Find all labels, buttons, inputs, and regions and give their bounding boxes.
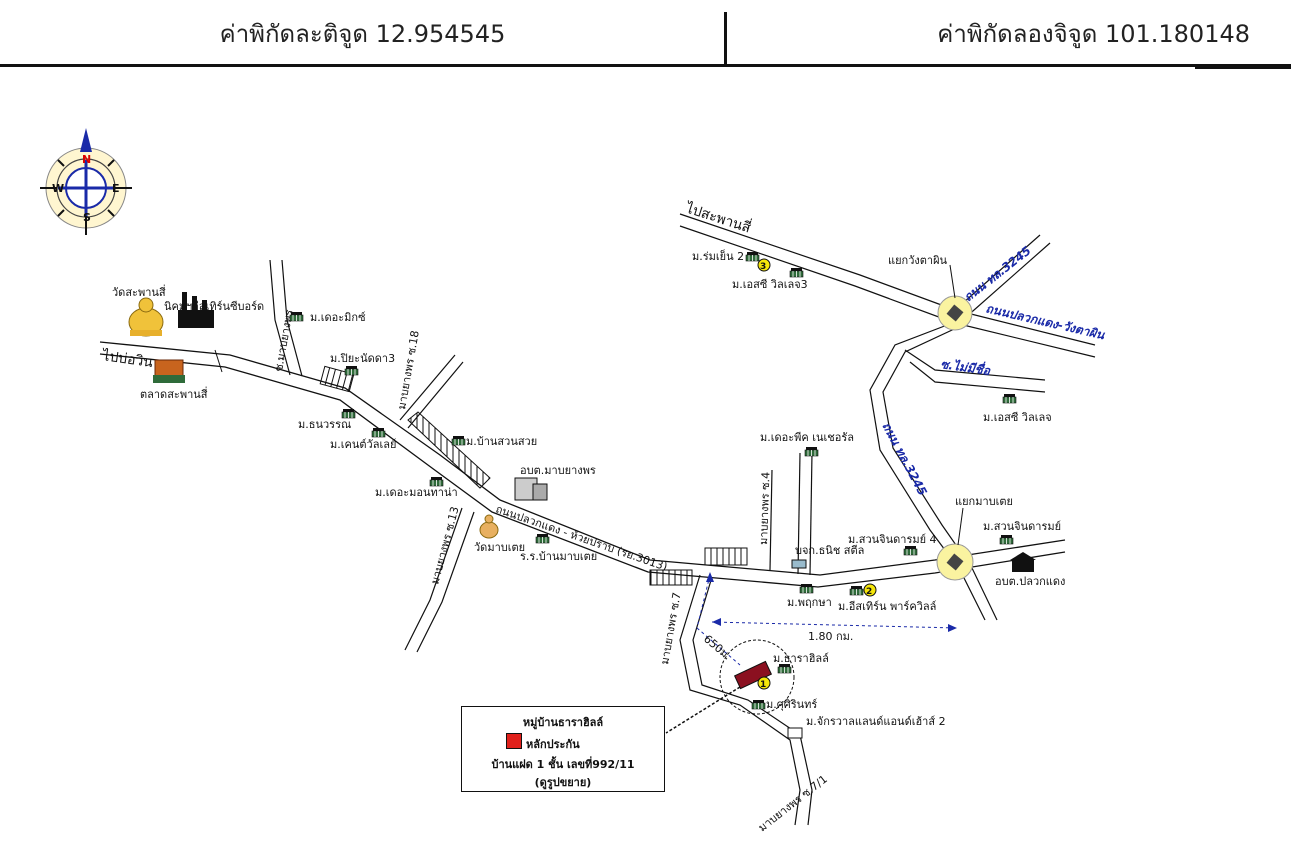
legend-desc: บ้านแฝด 1 ชั้น เลขที่992/11 xyxy=(491,758,635,771)
label-pruksa: ม.พฤกษา xyxy=(787,596,832,609)
compass-s: S xyxy=(83,211,91,224)
label-esc-village3: ม.เอสซี วิลเลจ3 xyxy=(732,278,808,291)
compass-n: N xyxy=(82,153,91,166)
compass-w: W xyxy=(52,182,64,195)
compass-rose: N S E W xyxy=(40,128,132,235)
marker-2: 2 xyxy=(863,583,877,597)
abt-pluak-daeng-icon xyxy=(1010,552,1036,572)
label-rr-ban-mabtoei: ร.ร.บ้านมาบเตย xyxy=(520,550,597,563)
wat-mabtoei-icon xyxy=(479,514,499,539)
header-tail-line xyxy=(1195,67,1291,69)
label-kent-valley: ม.เคนต์วัลเลย์ xyxy=(330,438,396,451)
factory-icon xyxy=(178,292,214,328)
label-abt-pluak-daeng: อบต.ปลวกแดง xyxy=(995,575,1065,588)
legend-item: หลักประกัน xyxy=(526,738,580,751)
latitude-label: ค่าพิกัดละติจูด 12.954545 xyxy=(219,20,506,48)
label-bkj-tanit: บจก.ธนิช สตีล xyxy=(795,544,864,557)
label-tara-hill: ม.ธาราฮิลล์ xyxy=(773,652,829,665)
label-yaek-wangtaphin: แยกวังตาผิน xyxy=(888,254,948,267)
label-yaek-mabtoei: แยกมาบเตย xyxy=(955,495,1013,508)
header-divider xyxy=(724,12,727,66)
label-the-mountain: ม.เดอะมอนทาน่า xyxy=(375,486,458,499)
collateral-swatch-icon xyxy=(506,733,522,749)
abt-building-icon xyxy=(514,477,548,501)
hwy-label-north: ถนน ทล.3245 xyxy=(961,243,1034,304)
road-label-mai-mee-chue: ซ.ไม่มีชื่อ xyxy=(940,355,992,378)
label-sirin: ม.ศุศิรินทร์ xyxy=(766,698,817,711)
coordinates-header: ค่าพิกัดละติจูด 12.954545 ค่าพิกัดลองจิจ… xyxy=(0,0,1291,69)
label-the-peak: ม.เดอะพีค เนเชอรัล xyxy=(760,431,854,444)
legend-title: หมู่บ้านธาราฮิลล์ xyxy=(522,716,604,729)
label-suan-jindarom4: ม.สวนจินดารมย์ 4 xyxy=(848,533,937,546)
svg-text:3: 3 xyxy=(760,262,766,272)
label-piyanat3: ม.ปิยะนัดดา3 xyxy=(330,352,395,365)
legend-note: (ดูรูปขยาย) xyxy=(534,776,592,789)
svg-text:2: 2 xyxy=(866,587,872,597)
jakrawan-house-icon xyxy=(787,727,803,739)
header-underline xyxy=(0,64,1291,67)
distance-650 xyxy=(696,572,741,666)
label-abt-mabyangporn: อบต.มาบยางพร xyxy=(520,464,596,477)
label-romyen2: ม.ร่มเย็น 2 xyxy=(692,249,744,263)
road-label-soi4: มาบยางพร ซ.4 xyxy=(757,472,773,545)
temple-icon xyxy=(128,297,164,337)
main-road xyxy=(99,341,1066,588)
distance-180km xyxy=(711,618,958,632)
steel-factory-icon xyxy=(791,559,807,569)
side-roads xyxy=(269,213,1096,826)
label-wat-mabtoei: วัดมาบเตย xyxy=(474,541,525,554)
label-wat-sapansi: วัดสะพานสี่ xyxy=(112,284,166,299)
svg-text:1: 1 xyxy=(760,680,766,690)
compass-e: E xyxy=(112,182,120,195)
label-thanawan: ม.ธนวรรณ xyxy=(298,418,351,431)
collateral-block xyxy=(733,660,773,690)
label-ban-suan-suay: ม.บ้านสวนสวย xyxy=(466,435,537,448)
callout-line xyxy=(665,686,741,734)
hwy-label-south: ถนน ทล.3245 xyxy=(879,420,929,498)
north-arrow-icon xyxy=(80,128,92,152)
label-suan-jindarom: ม.สวนจินดารมย์ xyxy=(983,520,1061,533)
road-label-soi7: มาบยางพร ซ.7 xyxy=(658,591,683,665)
label-talat-sapansi: ตลาดสะพานสี่ xyxy=(140,386,208,401)
label-jakrawan: ม.จักรวาลแลนด์แอนด์เฮ้าส์ 2 xyxy=(806,715,946,728)
label-650m: 650ม. xyxy=(701,632,734,662)
marker-3: 3 xyxy=(757,258,771,272)
market-icon xyxy=(153,359,185,383)
marker-1: 1 xyxy=(757,676,771,690)
legend-box: หมู่บ้านธาราฮิลล์ หลักประกัน บ้านแฝด 1 ช… xyxy=(461,706,665,792)
label-the-mix: ม.เดอะมิกซ์ xyxy=(310,311,366,324)
label-esc-village: ม.เอสซี วิลเลจ xyxy=(983,411,1052,424)
label-180km: 1.80 กม. xyxy=(808,630,853,643)
label-eastern-park-ville: ม.อีสเทิร์น พาร์ควิลล์ xyxy=(838,600,936,613)
road-label-soi13: มาบยางพร ซ.13 xyxy=(428,505,461,586)
to-bowin-label: ไปบ่อวิน xyxy=(100,347,154,371)
longitude-label: ค่าพิกัดลองจิจูด 101.180148 xyxy=(937,20,1250,48)
collateral-zone xyxy=(719,639,795,715)
road-label-soi7-1: มาบยางพร ซ.7/1 xyxy=(756,773,830,835)
label-estate: นิคมฯอีสเทิร์นซีบอร์ด xyxy=(164,300,264,313)
